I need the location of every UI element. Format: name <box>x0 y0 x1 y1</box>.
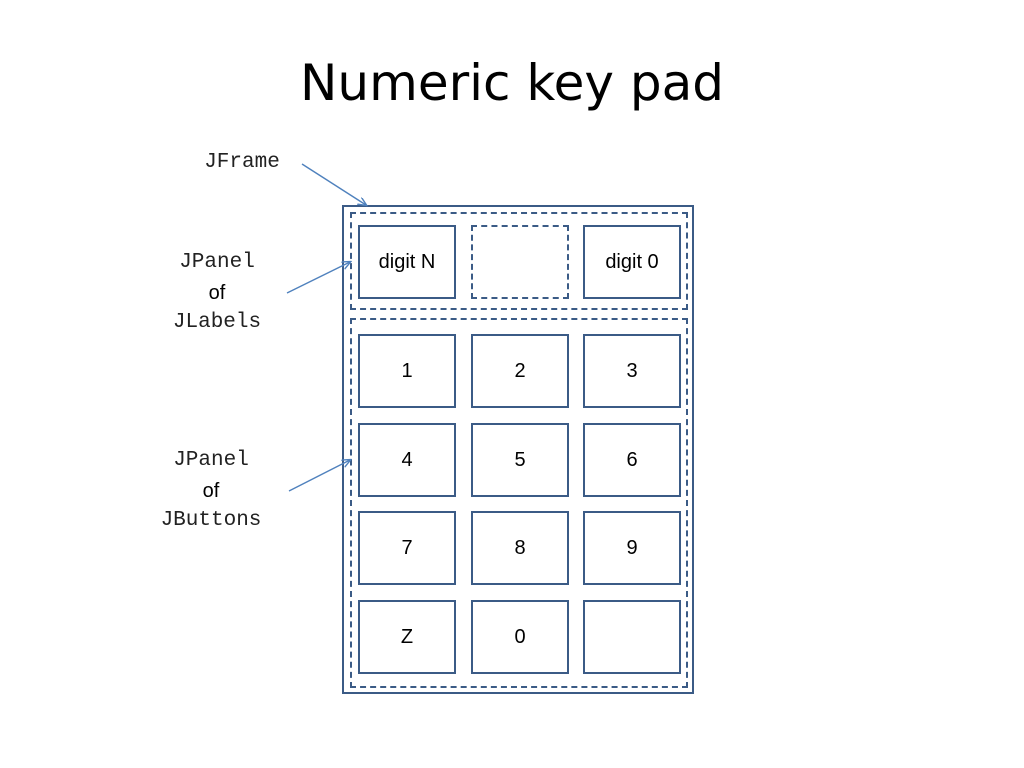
label-panel-callout: JPanel of JLabels <box>155 248 279 338</box>
key-8-button[interactable]: 8 <box>471 511 569 585</box>
label-digit-n: digit N <box>358 225 456 299</box>
button-panel-callout-line1: JPanel <box>173 449 249 472</box>
key-2-button[interactable]: 2 <box>471 334 569 408</box>
jframe-callout: JFrame <box>190 148 294 178</box>
button-panel-callout: JPanel of JButtons <box>145 446 277 536</box>
key-4-button[interactable]: 4 <box>358 423 456 497</box>
label-panel-callout-line1: JPanel <box>179 251 255 274</box>
label-panel-callout-line3: JLabels <box>172 311 262 334</box>
label-empty-placeholder <box>471 225 569 299</box>
key-z-button[interactable]: Z <box>358 600 456 674</box>
jframe-arrow <box>301 163 366 205</box>
key-6-button[interactable]: 6 <box>583 423 681 497</box>
key-blank-button[interactable] <box>583 600 681 674</box>
key-3-button[interactable]: 3 <box>583 334 681 408</box>
key-9-button[interactable]: 9 <box>583 511 681 585</box>
key-5-button[interactable]: 5 <box>471 423 569 497</box>
key-7-button[interactable]: 7 <box>358 511 456 585</box>
button-panel-callout-line2: of <box>202 480 220 502</box>
label-digit-0: digit 0 <box>583 225 681 299</box>
jframe-outline <box>342 205 694 694</box>
jframe-callout-text: JFrame <box>204 151 280 174</box>
button-panel-arrow <box>288 460 350 492</box>
key-0-button[interactable]: 0 <box>471 600 569 674</box>
button-panel-outline <box>350 318 688 688</box>
slide-title: Numeric key pad <box>300 54 724 112</box>
button-panel-callout-line3: JButtons <box>160 509 262 532</box>
label-panel-arrow <box>286 262 350 294</box>
key-1-button[interactable]: 1 <box>358 334 456 408</box>
label-panel-callout-line2: of <box>208 282 226 304</box>
